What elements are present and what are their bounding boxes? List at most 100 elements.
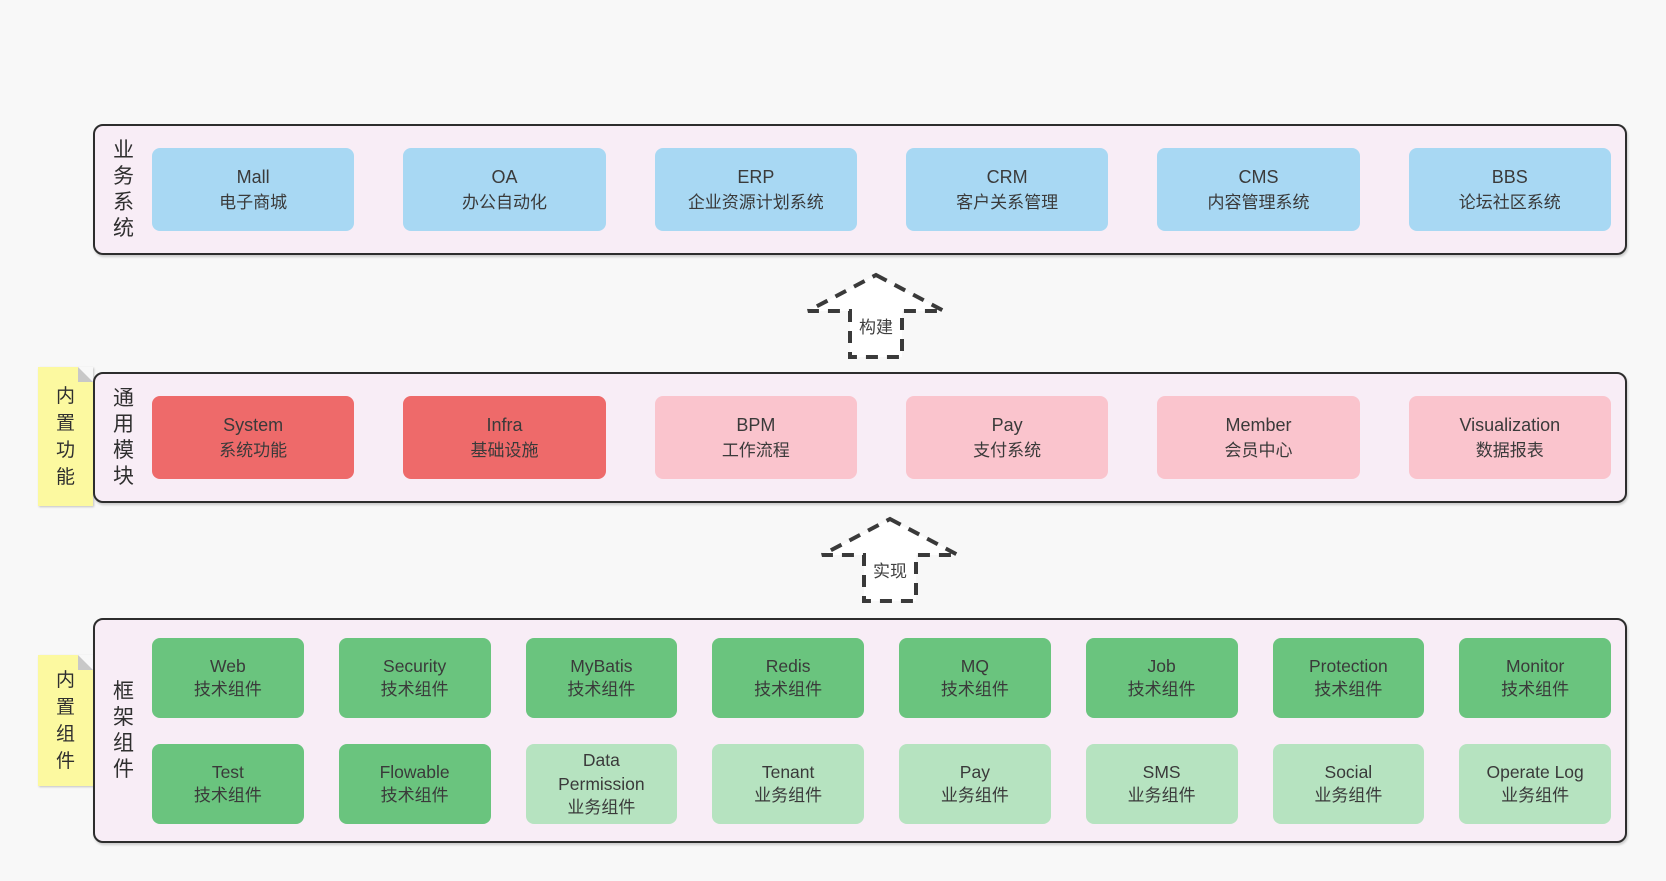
module-description: 客户关系管理 xyxy=(956,192,1059,212)
module-description: 办公自动化 xyxy=(461,192,547,212)
module-box-web: Web 技术组件 xyxy=(152,637,304,718)
module-name: Mall xyxy=(236,166,270,187)
module-box-mq: MQ 技术组件 xyxy=(899,637,1051,718)
module-name: Operate Log xyxy=(1486,761,1584,782)
module-name: Pay xyxy=(959,761,990,782)
module-description: 技术组件 xyxy=(380,785,449,805)
module-box-system: System 系统功能 xyxy=(152,396,355,479)
sticky-note-builtin-components: 内置组件 xyxy=(38,655,93,786)
module-name: Social xyxy=(1324,761,1373,782)
module-box-crm: CRM 客户关系管理 xyxy=(905,148,1109,231)
module-name: MQ xyxy=(960,655,989,676)
sticky-note-builtin-functions: 内置功能 xyxy=(38,367,93,506)
module-name: Visualization xyxy=(1459,414,1561,435)
module-name: ERP xyxy=(737,166,775,187)
module-description: 业务组件 xyxy=(1127,785,1196,805)
arrow-build: 构建 xyxy=(804,271,948,361)
arrow-implement: 实现 xyxy=(818,515,962,605)
module-box-social: Social 业务组件 xyxy=(1272,743,1425,824)
module-description: 技术组件 xyxy=(380,679,449,699)
module-box-erp: ERP 企业资源计划系统 xyxy=(654,148,857,231)
module-name: Security xyxy=(383,655,447,676)
module-description: 业务组件 xyxy=(567,797,636,817)
module-name: BPM xyxy=(736,414,776,435)
module-description: 技术组件 xyxy=(193,785,262,805)
module-description: 技术组件 xyxy=(754,679,823,699)
module-box-redis: Redis 技术组件 xyxy=(712,637,864,718)
module-name: Test xyxy=(211,761,244,782)
module-name: OA xyxy=(491,166,518,187)
module-name: CMS xyxy=(1238,166,1279,187)
module-description: 技术组件 xyxy=(567,679,636,699)
module-box-tenant: Tenant 业务组件 xyxy=(712,743,864,824)
module-box-sms: SMS 业务组件 xyxy=(1085,743,1238,824)
band-title-framework-components: 框架组件 xyxy=(95,679,152,783)
module-box-oa: OA 办公自动化 xyxy=(403,148,606,231)
module-description: 支付系统 xyxy=(973,440,1042,460)
module-box-protection: Protection 技术组件 xyxy=(1272,637,1425,718)
module-name: Web xyxy=(210,655,246,676)
module-description: 业务组件 xyxy=(940,785,1009,805)
business-systems-boxes: Mall 电子商城 OA 办公自动化 ERP 企业资源计划系统 CRM 客户关系管理 CMS 内容… xyxy=(152,148,1611,231)
module-description: 基础设施 xyxy=(470,440,539,460)
band-title-text: 业务系统 xyxy=(112,138,134,240)
module-box-monitor: Monitor 技术组件 xyxy=(1459,637,1611,718)
module-description: 系统功能 xyxy=(219,440,288,460)
module-name: SMS xyxy=(1142,761,1181,782)
band-title-text: 框架组件 xyxy=(112,679,134,781)
band-title-common-modules: 通用模块 xyxy=(95,386,152,490)
arrow-build-label: 构建 xyxy=(855,313,897,338)
sticky-note-text: 内置组件 xyxy=(55,669,75,772)
module-box-mybatis: MyBatis 技术组件 xyxy=(525,637,678,718)
module-description: 技术组件 xyxy=(940,679,1009,699)
module-name: Tenant xyxy=(761,761,815,782)
module-description: 电子商城 xyxy=(219,192,288,212)
module-description: 业务组件 xyxy=(1314,785,1383,805)
module-box-bpm: BPM 工作流程 xyxy=(654,396,857,479)
module-description: 会员中心 xyxy=(1224,440,1293,460)
module-box-job: Job 技术组件 xyxy=(1085,637,1238,718)
module-name: Job xyxy=(1147,655,1176,676)
module-name: MyBatis xyxy=(570,655,633,676)
module-name: Flowable xyxy=(379,761,450,782)
module-name: Redis xyxy=(765,655,811,676)
module-description: 工作流程 xyxy=(721,440,790,460)
module-description: 业务组件 xyxy=(1501,785,1570,805)
module-description: 企业资源计划系统 xyxy=(687,192,824,212)
module-description: 数据报表 xyxy=(1475,440,1544,460)
module-box-visualization: Visualization 数据报表 xyxy=(1408,396,1611,479)
module-description: 技术组件 xyxy=(1501,679,1570,699)
module-description: 论坛社区系统 xyxy=(1458,192,1561,212)
module-name: Monitor xyxy=(1505,655,1565,676)
module-name: Protection xyxy=(1308,655,1388,676)
module-name: BBS xyxy=(1491,166,1528,187)
module-box-pay: Pay 支付系统 xyxy=(905,396,1109,479)
module-description: 技术组件 xyxy=(193,679,262,699)
module-name: Data Permission xyxy=(558,749,645,794)
band-business-systems: 业务系统 Mall 电子商城 OA 办公自动化 ERP 企业资源计划系统 CRM 客户关系管理… xyxy=(93,124,1627,255)
module-name: Pay xyxy=(991,414,1023,435)
module-description: 内容管理系统 xyxy=(1207,192,1310,212)
module-description: 业务组件 xyxy=(754,785,823,805)
module-box-test: Test 技术组件 xyxy=(152,743,304,824)
module-box-flowable: Flowable 技术组件 xyxy=(338,743,491,824)
module-name: CRM xyxy=(986,166,1028,187)
module-name: Member xyxy=(1225,414,1292,435)
module-name: System xyxy=(223,414,284,435)
module-description: 技术组件 xyxy=(1314,679,1383,699)
sticky-note-text: 内置功能 xyxy=(55,385,75,488)
arrow-implement-label: 实现 xyxy=(869,557,911,582)
module-box-pay: Pay 业务组件 xyxy=(899,743,1051,824)
module-box-bbs: BBS 论坛社区系统 xyxy=(1408,148,1611,231)
module-box-security: Security 技术组件 xyxy=(338,637,491,718)
module-description: 技术组件 xyxy=(1127,679,1196,699)
band-title-business-systems: 业务系统 xyxy=(95,138,152,242)
